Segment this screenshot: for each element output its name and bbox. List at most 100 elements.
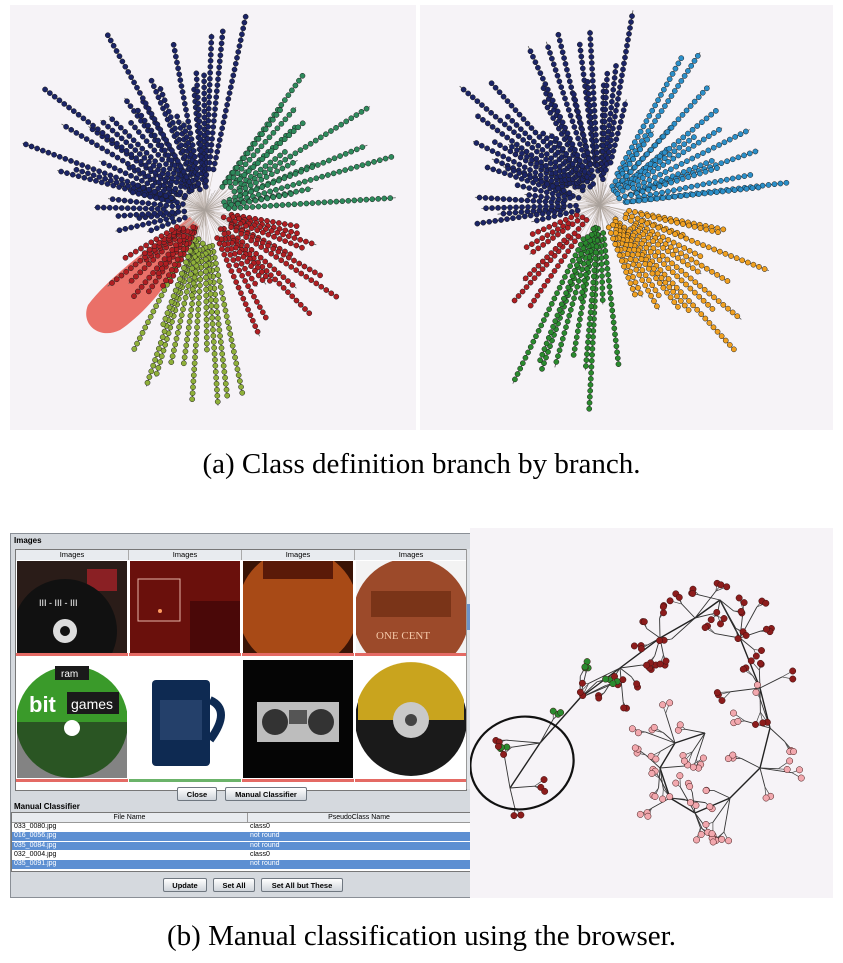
tree-node (514, 371, 521, 377)
tree-node (102, 175, 108, 182)
close-button[interactable]: Close (177, 787, 217, 801)
tree-node (602, 675, 610, 683)
pseudoclass-cell: class0 (250, 823, 270, 830)
tree-node (694, 240, 701, 246)
tree-node (615, 361, 622, 367)
tree-node (659, 701, 667, 709)
column-header[interactable]: Images (16, 550, 129, 560)
tree-node (637, 146, 644, 153)
tree-node (494, 742, 502, 750)
tree-node (611, 119, 617, 126)
tree-node (667, 166, 674, 173)
manual-classifier-button[interactable]: Manual Classifier (225, 787, 307, 801)
tree-edge (197, 174, 206, 211)
tree-node (234, 170, 241, 177)
tree-node (670, 288, 676, 295)
pseudoclass-header[interactable]: PseudoClass Name (248, 813, 471, 823)
column-header[interactable]: Images (355, 550, 466, 560)
thumbnail-ball[interactable] (243, 561, 353, 653)
set-all-button[interactable]: Set All (213, 878, 255, 892)
thumbnail-bit-games-cd[interactable]: ram bit games (17, 660, 127, 778)
tree-node (274, 229, 281, 236)
tree-node (259, 156, 266, 162)
tree-node (544, 278, 551, 284)
tree-node (494, 127, 501, 134)
tree-node (719, 275, 726, 281)
tree-node (244, 258, 251, 265)
tree-node (757, 659, 764, 667)
tree-node (207, 57, 214, 64)
tree-node (581, 663, 589, 671)
tree-node (70, 108, 77, 115)
tree-node (540, 242, 547, 248)
tree-node (661, 261, 667, 267)
tree-node (288, 191, 294, 197)
file-name-header[interactable]: File Name (12, 813, 248, 823)
tree-node (586, 327, 592, 334)
tree-node (642, 197, 648, 203)
tree-node (175, 119, 182, 126)
tree-node (671, 148, 678, 155)
tree-edge (759, 767, 766, 787)
tree-node (148, 127, 155, 134)
tree-node (601, 124, 608, 131)
tree-node (747, 172, 754, 178)
tree-node (212, 297, 219, 304)
tree-node (665, 236, 672, 243)
tree-node (603, 82, 610, 89)
tree-node (220, 357, 226, 363)
tree-edge (605, 10, 634, 171)
tree-node (147, 193, 154, 200)
tree-node (720, 615, 728, 622)
tree-node (666, 284, 673, 291)
tree-node (480, 117, 486, 123)
bit-text: bit (29, 692, 57, 717)
tree-node (712, 179, 718, 185)
tree-node (268, 148, 275, 155)
tree-node (206, 93, 213, 100)
thumbnail-red-photo[interactable] (130, 561, 240, 653)
tree-node (612, 241, 619, 248)
thumbnail-yellow-cd[interactable] (356, 660, 466, 778)
caption-b: (b) Manual classification using the brow… (167, 920, 676, 952)
column-header[interactable]: Images (242, 550, 355, 560)
tree-node (635, 285, 641, 291)
tree-node (235, 284, 242, 291)
tree-node (574, 207, 581, 214)
tree-node (127, 103, 134, 109)
thumbnail-boombox[interactable] (243, 660, 353, 778)
update-button[interactable]: Update (163, 878, 207, 892)
tree-node (280, 274, 287, 281)
tree-edge (599, 199, 611, 206)
tree-node (538, 159, 544, 166)
tree-node (217, 284, 224, 290)
thumbnail-penny[interactable]: ONE CENT (356, 561, 466, 653)
tree-node (216, 327, 223, 333)
tree-node (616, 90, 622, 96)
set-all-but-these-button[interactable]: Set All but These (261, 878, 343, 892)
column-header[interactable]: Images (129, 550, 242, 560)
tree-node (270, 129, 277, 136)
tree-node (169, 353, 176, 360)
thumbnail-cd-disc[interactable]: III - III - III (17, 561, 127, 653)
tree-node (506, 125, 513, 132)
tree-node (172, 125, 178, 132)
tree-node (590, 279, 597, 286)
tree-node (608, 137, 614, 144)
tree-node (718, 835, 726, 843)
tree-node (203, 340, 210, 347)
tree-node (233, 227, 239, 234)
thumbnail-mug[interactable] (130, 660, 240, 778)
tree-node (697, 162, 704, 169)
tree-node (169, 175, 176, 181)
tree-node (697, 831, 705, 838)
tree-node (725, 305, 731, 312)
tree-node (189, 300, 195, 307)
tree-node (690, 142, 697, 149)
tree-node (248, 237, 254, 244)
